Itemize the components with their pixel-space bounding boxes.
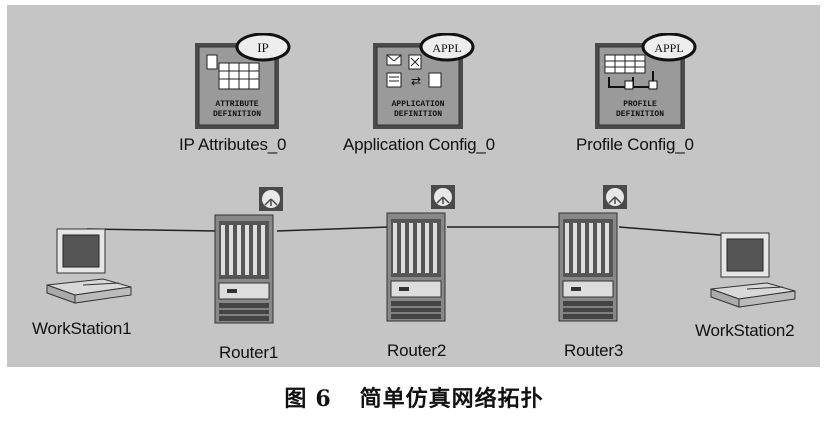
- icon-line1: APPLICATION: [392, 100, 445, 109]
- attribute-definition-icon: ATTRIBUTE DEFINITION IP: [195, 32, 291, 129]
- caption-title: 简单仿真网络拓扑: [359, 386, 544, 412]
- workstation-icon: [710, 232, 796, 308]
- link-router1-router2: [276, 226, 390, 232]
- application-definition-icon: ⇄ APPLICATION DEFINITION APPL: [373, 32, 475, 129]
- caption-number: 6: [315, 386, 332, 412]
- router3-node[interactable]: [555, 185, 631, 330]
- router2-node[interactable]: [383, 185, 459, 330]
- ip-attributes-node[interactable]: ATTRIBUTE DEFINITION IP: [193, 32, 293, 136]
- router2-label: Router2: [387, 341, 447, 360]
- badge-text: APPL: [654, 41, 683, 55]
- workstation1-label: WorkStation1: [32, 319, 132, 338]
- icon-line1: PROFILE: [623, 100, 657, 109]
- workstation2-node[interactable]: [707, 231, 803, 316]
- icon-line2: DEFINITION: [394, 110, 442, 119]
- router-icon: [558, 185, 627, 322]
- badge-text: IP: [257, 40, 269, 55]
- icon-line2: DEFINITION: [616, 110, 664, 119]
- application-config-label: Application Config_0: [343, 135, 495, 154]
- application-config-node[interactable]: ⇄ APPLICATION DEFINITION APPL: [371, 32, 475, 136]
- topology-canvas: ATTRIBUTE DEFINITION IP IP Attributes_0 …: [7, 5, 820, 367]
- workstation2-label: WorkStation2: [695, 321, 795, 340]
- caption-figure: 图: [284, 386, 308, 412]
- router3-label: Router3: [564, 341, 624, 360]
- router-icon: [214, 187, 283, 324]
- router1-node[interactable]: [211, 187, 287, 332]
- profile-definition-icon: PROFILE DEFINITION APPL: [595, 32, 697, 129]
- badge-text: APPL: [432, 41, 461, 55]
- svg-text:⇄: ⇄: [411, 74, 421, 88]
- router1-label: Router1: [219, 343, 279, 362]
- workstation1-node[interactable]: [43, 227, 139, 312]
- profile-config-label: Profile Config_0: [576, 135, 694, 154]
- icon-line1: ATTRIBUTE: [215, 100, 258, 109]
- router-icon: [386, 185, 455, 322]
- ip-attributes-label: IP Attributes_0: [179, 135, 287, 154]
- link-workstation1-router1: [86, 228, 218, 232]
- icon-line2: DEFINITION: [213, 110, 261, 119]
- profile-config-node[interactable]: PROFILE DEFINITION APPL: [593, 32, 697, 136]
- workstation-icon: [46, 228, 132, 304]
